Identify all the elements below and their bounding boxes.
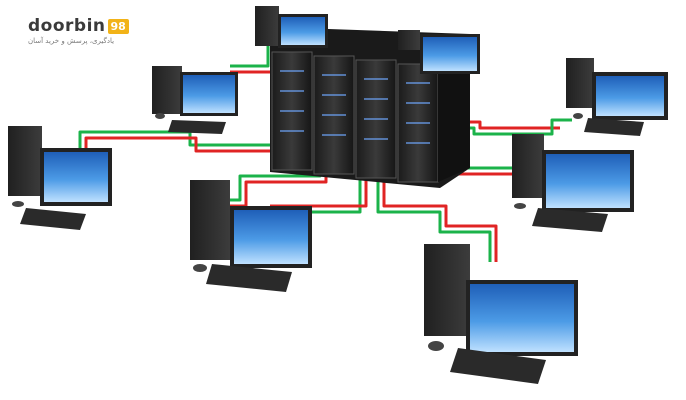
workstation — [424, 244, 578, 384]
workstation — [152, 66, 238, 134]
workstation — [8, 126, 112, 230]
workstation — [255, 6, 328, 48]
workstation — [566, 58, 668, 136]
brand-logo: doorbin 98 یادگیری، پرسش و خرید آسان — [28, 16, 129, 45]
cable-red — [382, 182, 498, 262]
logo-badge: 98 — [107, 18, 129, 34]
logo-wordmark: doorbin — [28, 16, 106, 36]
cable-green — [376, 182, 492, 262]
workstation — [512, 134, 634, 232]
workstation — [190, 180, 312, 292]
logo-tagline: یادگیری، پرسش و خرید آسان — [28, 37, 115, 45]
workstation — [398, 30, 480, 74]
server-rack-cluster — [270, 28, 470, 188]
